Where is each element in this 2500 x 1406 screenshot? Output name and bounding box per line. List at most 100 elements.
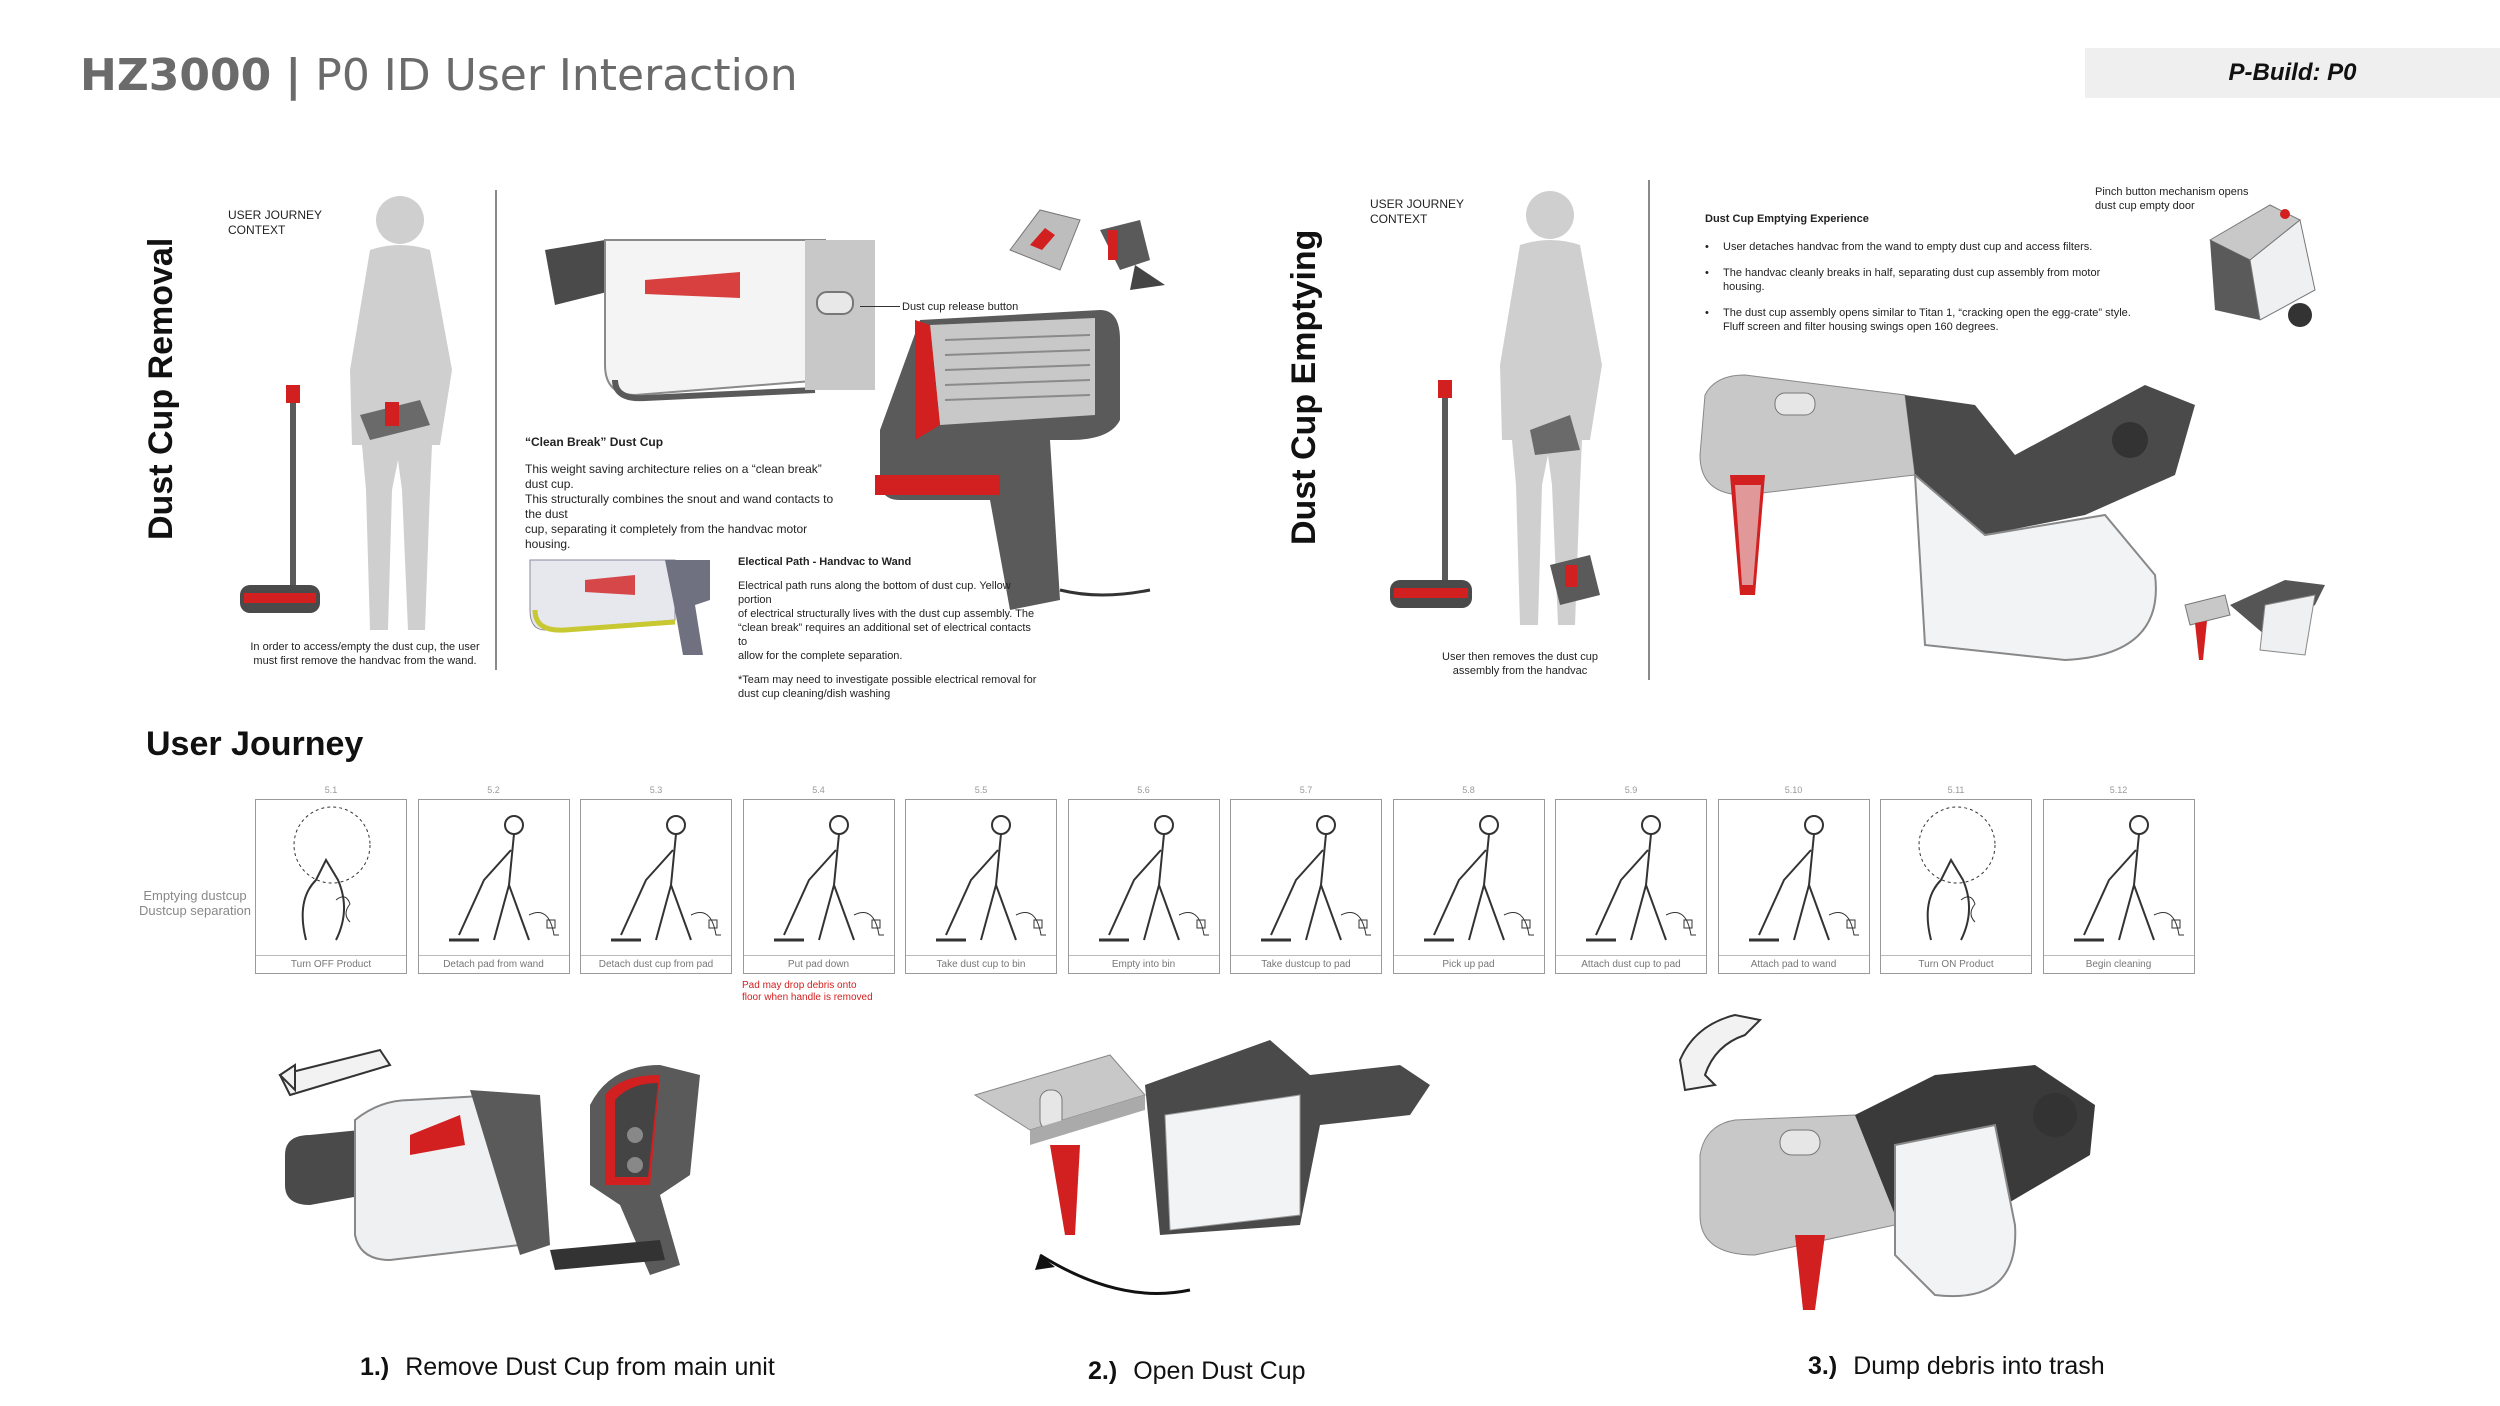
storyboard-frame: Begin cleaning (2042, 799, 2195, 974)
step-3-caption: 3.)Dump debris into trash (1808, 1352, 2105, 1380)
emptying-bottom-caption: User then removes the dust cup assembly … (1442, 651, 1598, 677)
page-title: HZ3000 | P0 ID User Interaction (80, 50, 798, 101)
dust-cup-illustration (545, 239, 875, 402)
experience-bullets: User detaches handvac from the wand to e… (1705, 240, 2135, 334)
person-vacuum-sketch (611, 815, 721, 942)
storyboard-frame: Put pad down (742, 799, 895, 974)
person-vacuum-sketch (936, 815, 1046, 942)
clean-break-block: “Clean Break” Dust Cup This weight savin… (525, 435, 834, 551)
storyboard-frame: Take dust cup to bin (905, 799, 1057, 974)
removal-thumbnail-renders (1009, 209, 1165, 290)
person-vacuum-sketch (448, 815, 559, 942)
emptying-experience-block: Dust Cup Emptying Experience User detach… (1705, 212, 2135, 346)
storyboard-frame-number: 5.12 (2109, 785, 2128, 795)
step1-render (278, 1048, 700, 1275)
storyboard-frame: Pick up pad (1392, 799, 1545, 974)
build-label: P-Build: P0 (2228, 59, 2357, 86)
emptying-context-label: USER JOURNEY CONTEXT (1370, 197, 1465, 226)
experience-bullet: The handvac cleanly breaks in half, sepa… (1705, 266, 2135, 294)
storyboard-frame-number: 5.5 (974, 785, 988, 795)
build-badge: P-Build: P0 (2085, 48, 2500, 98)
user-silhouette-removal (240, 196, 452, 630)
release-button-shape (816, 291, 854, 315)
storyboard-frame: Turn ON Product (1880, 799, 2032, 974)
storyboard-frame-number: 5.6 (1137, 785, 1150, 795)
electrical-title: Electical Path - Handvac to Wand (738, 556, 912, 568)
removal-context-label: USER JOURNEY CONTEXT (228, 208, 323, 237)
storyboard-frame-number: 5.8 (1462, 785, 1475, 795)
person-vacuum-sketch (1261, 815, 1371, 942)
removal-section-title: Dust Cup Removal (142, 237, 180, 540)
storyboard-frame: Attach pad to wand (1717, 799, 1870, 974)
release-callout-line (860, 306, 900, 307)
storyboard-frame-caption: Turn ON Product (1881, 955, 2031, 973)
storyboard-frame-caption: Turn OFF Product (256, 955, 406, 973)
dust-cup-on-floor (1550, 555, 1600, 605)
stick-vacuum-emptying (1390, 380, 1472, 608)
hand-switch-sketch (293, 806, 371, 941)
storyboard-frame-number: 5.3 (649, 785, 663, 795)
handvac-motor-housing (875, 310, 1151, 610)
storyboard-frame: Empty into bin (1067, 799, 1220, 974)
storyboard-frame-number: 5.4 (812, 785, 825, 795)
storyboard-frame: Detach pad from wand (417, 799, 570, 974)
storyboard-frame: Attach dust cup to pad (1555, 799, 1707, 974)
emptying-divider (1648, 180, 1650, 680)
step2-render (973, 1040, 1430, 1295)
person-vacuum-sketch (773, 815, 884, 942)
storyboard-frame-caption: Take dustcup to pad (1231, 955, 1381, 973)
journey-row-label: Emptying dustcup Dustcup separation (138, 888, 251, 918)
storyboard-frame-caption: Put pad down (743, 955, 894, 973)
handvac-in-hand-emptying (1530, 415, 1580, 455)
pinch-callout: Pinch button mechanism opens dust cup em… (2095, 186, 2249, 212)
person-vacuum-sketch (1586, 815, 1696, 942)
removal-bottom-caption: In order to access/empty the dust cup, t… (250, 641, 480, 667)
storyboard-frame: Take dustcup to pad (1230, 799, 1382, 974)
person-vacuum-sketch (1423, 815, 1534, 942)
journey-note: Pad may drop debris onto floor when hand… (742, 980, 873, 1003)
stick-vacuum-removal (240, 385, 320, 613)
storyboard-frame-caption: Pick up pad (1393, 955, 1544, 973)
user-silhouette-emptying (1390, 191, 1602, 625)
model-name: HZ3000 (80, 50, 272, 101)
storyboard-frame-caption: Take dust cup to bin (906, 955, 1056, 973)
experience-title: Dust Cup Emptying Experience (1705, 213, 1869, 225)
storyboard-frame-number: 5.7 (1299, 785, 1313, 795)
handvac-in-hand (360, 400, 430, 440)
storyboard-frame-caption: Detach dust cup from pad (581, 955, 731, 973)
removal-divider (495, 190, 497, 670)
storyboard-frame-number: 5.1 (324, 785, 338, 795)
electrical-path-illustration (529, 559, 710, 655)
hand-switch-sketch (1918, 806, 1996, 941)
storyboard-frame-number: 5.9 (1624, 785, 1638, 795)
storyboard-frame-caption: Attach dust cup to pad (1556, 955, 1706, 973)
clean-break-title: “Clean Break” Dust Cup (525, 435, 664, 449)
storyboard-frame-number: 5.10 (1784, 785, 1803, 795)
step-1-caption: 1.)Remove Dust Cup from main unit (360, 1353, 775, 1381)
storyboard-frame-caption: Begin cleaning (2043, 955, 2194, 973)
electrical-block: Electical Path - Handvac to Wand Electri… (738, 556, 1037, 700)
experience-bullet: User detaches handvac from the wand to e… (1705, 240, 2135, 254)
release-callout-label: Dust cup release button (902, 301, 1019, 313)
title-separator: | (285, 50, 302, 101)
storyboard-frame-caption: Detach pad from wand (418, 955, 569, 973)
emptying-large-render (1699, 374, 2195, 662)
storyboard-frame-number: 5.2 (487, 785, 500, 795)
step-2-caption: 2.)Open Dust Cup (1088, 1357, 1306, 1385)
step3-arrow-icon (1678, 1013, 1763, 1092)
emptying-section-title: Dust Cup Emptying (1285, 229, 1323, 545)
person-vacuum-sketch (1748, 815, 1859, 942)
person-vacuum-sketch (2073, 815, 2184, 942)
storyboard-frame-number: 5.11 (1947, 785, 1965, 795)
storyboard-frame-caption: Attach pad to wand (1718, 955, 1869, 973)
emptying-thumbnail-render (2184, 580, 2325, 660)
step3-render (1678, 1013, 2095, 1310)
pinch-mechanism-render (2208, 204, 2316, 327)
storyboard-frame-caption: Empty into bin (1068, 955, 1219, 973)
storyboard-frame: Detach dust cup from pad (580, 799, 732, 974)
page-subtitle: P0 ID User Interaction (315, 50, 798, 101)
journey-heading: User Journey (146, 725, 364, 763)
person-vacuum-sketch (1098, 815, 1209, 942)
step1-arrow-icon (278, 1048, 392, 1097)
